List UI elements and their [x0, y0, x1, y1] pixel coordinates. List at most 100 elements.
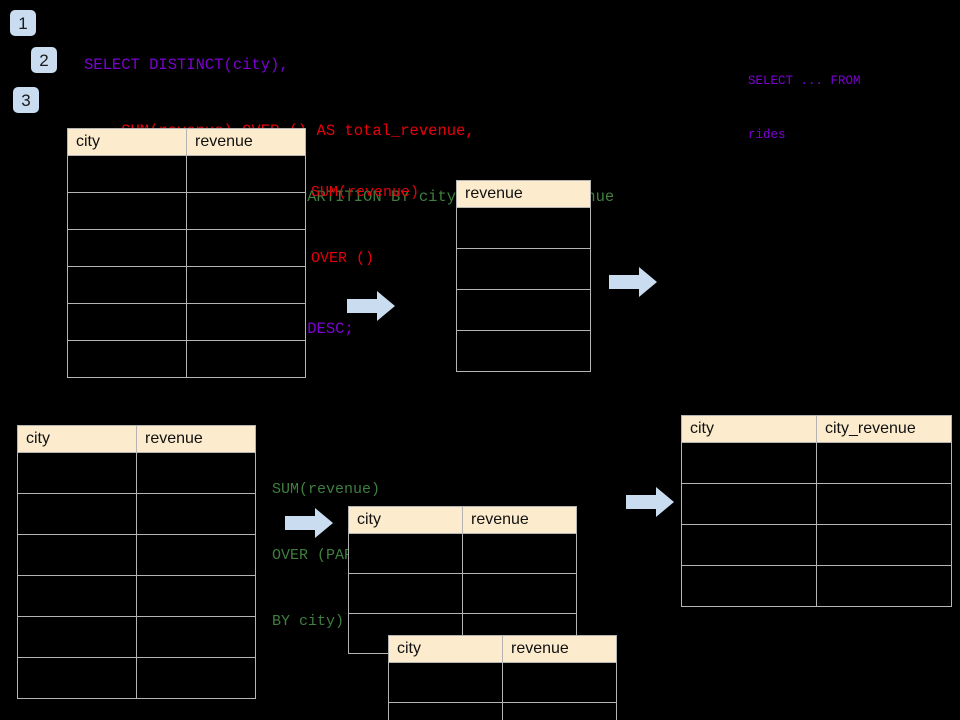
column-header-city: city: [681, 415, 817, 443]
cell-revenue: [186, 303, 306, 341]
table-row: [348, 533, 577, 574]
cell-revenue: [186, 192, 306, 230]
step-badge-1: 1: [10, 10, 36, 36]
annotation-total-revenue-line-1: SUM(revenue): [311, 184, 420, 201]
cell-city: [67, 155, 187, 193]
rides-source-table-partition: city revenue: [17, 425, 256, 699]
cell-revenue: [136, 493, 256, 535]
table-row: [456, 289, 591, 331]
table-header-row: city revenue: [67, 128, 306, 156]
cell-revenue: [502, 662, 617, 703]
cell-city: [67, 303, 187, 341]
table-row: [17, 534, 256, 576]
table-row: [67, 340, 306, 378]
cell-city-revenue: [816, 442, 952, 484]
cell-city: [67, 340, 187, 378]
cell-city: [681, 483, 817, 525]
table-header-row: city revenue: [17, 425, 256, 453]
table-row: [67, 303, 306, 341]
step-badge-2: 2: [31, 47, 57, 73]
table-header-row: city revenue: [348, 506, 577, 534]
cell-city: [17, 493, 137, 535]
cell-revenue: [136, 657, 256, 699]
cell-revenue: [136, 616, 256, 658]
sql-line-select: SELECT DISTINCT(city),: [84, 56, 289, 74]
cell-city: [348, 573, 463, 614]
cell-revenue: [462, 573, 577, 614]
cell-city-revenue: [816, 483, 952, 525]
annotation-total-revenue-line-2: OVER (): [311, 250, 375, 267]
annotation-total-revenue: SUM(revenue) OVER (): [311, 138, 419, 314]
annotation-city-revenue-line-1: SUM(revenue): [272, 481, 381, 498]
step-badge-3: 3: [13, 87, 39, 113]
table-row: [388, 702, 617, 720]
table-row: [681, 565, 952, 607]
table-row: [67, 266, 306, 304]
cell-city-revenue: [816, 565, 952, 607]
arrow-source-to-total: [347, 291, 395, 321]
cell-city: [388, 662, 503, 703]
arrow-total-to-result: [609, 267, 657, 297]
cell-revenue: [456, 289, 591, 331]
total-revenue-table: revenue: [456, 180, 591, 372]
table-row: [67, 192, 306, 230]
cell-city: [17, 657, 137, 699]
cell-revenue: [456, 330, 591, 372]
column-header-revenue: revenue: [456, 180, 591, 208]
table-header-row: revenue: [456, 180, 591, 208]
rides-source-table: city revenue: [67, 128, 306, 378]
cell-city: [67, 266, 187, 304]
side-note-line-1: SELECT ... FROM: [748, 74, 861, 88]
column-header-city-revenue: city_revenue: [816, 415, 952, 443]
cell-revenue: [186, 155, 306, 193]
cell-city: [17, 616, 137, 658]
table-row: [17, 575, 256, 617]
table-row: [681, 442, 952, 484]
cell-revenue: [502, 702, 617, 720]
table-row: [17, 452, 256, 494]
cell-revenue: [456, 207, 591, 249]
cell-revenue: [136, 452, 256, 494]
table-header-row: city revenue: [388, 635, 617, 663]
cell-city: [67, 192, 187, 230]
cell-revenue: [462, 533, 577, 574]
cell-city: [681, 442, 817, 484]
table-row: [456, 207, 591, 249]
table-row: [17, 616, 256, 658]
result-table: city city_revenue: [681, 415, 952, 607]
side-note-line-2: rides: [748, 128, 786, 142]
table-header-row: city city_revenue: [681, 415, 952, 443]
table-row: [456, 248, 591, 290]
table-row: [67, 229, 306, 267]
column-header-revenue: revenue: [502, 635, 617, 663]
table-row: [348, 573, 577, 614]
arrow-source-to-partition: [285, 508, 333, 538]
cell-city-revenue: [816, 524, 952, 566]
column-header-city: city: [17, 425, 137, 453]
cell-city: [681, 565, 817, 607]
table-row: [456, 330, 591, 372]
column-header-city: city: [388, 635, 503, 663]
table-row: [681, 483, 952, 525]
table-row: [17, 493, 256, 535]
cell-revenue: [136, 575, 256, 617]
arrow-partition-to-result: [626, 487, 674, 517]
cell-revenue: [186, 229, 306, 267]
column-header-city: city: [348, 506, 463, 534]
table-row: [67, 155, 306, 193]
side-note-select-from: SELECT ... FROM rides: [748, 36, 861, 180]
cell-city: [67, 229, 187, 267]
cell-revenue: [456, 248, 591, 290]
cell-city: [681, 524, 817, 566]
table-row: [388, 662, 617, 703]
partition-group-table-front: city revenue: [388, 635, 617, 720]
table-row: [17, 657, 256, 699]
cell-city: [348, 533, 463, 574]
column-header-revenue: revenue: [462, 506, 577, 534]
table-row: [681, 524, 952, 566]
cell-city: [17, 534, 137, 576]
partition-group-table-back: city revenue: [348, 506, 577, 654]
column-header-revenue: revenue: [136, 425, 256, 453]
column-header-revenue: revenue: [186, 128, 306, 156]
